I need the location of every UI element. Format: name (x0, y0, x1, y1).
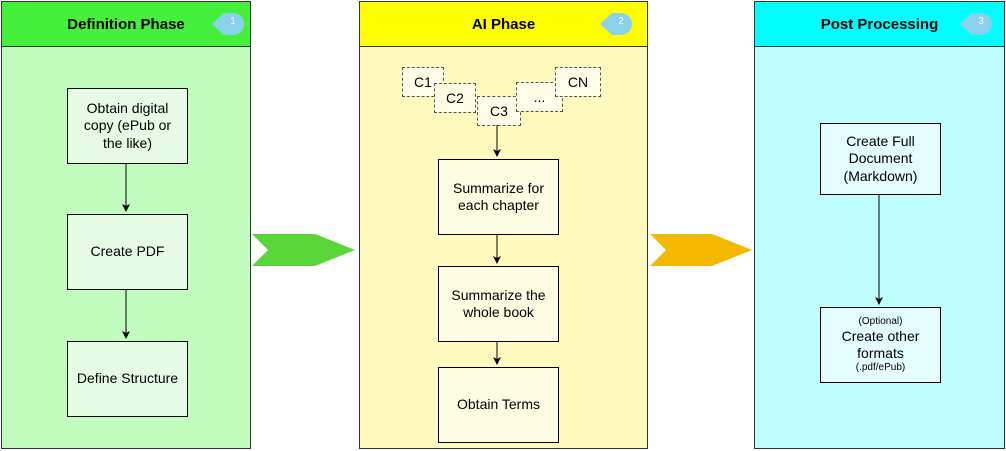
obtain-terms-step: Obtain Terms (438, 367, 559, 443)
definition-phase-title: Definition Phase (67, 15, 185, 33)
define-structure-label: Define Structure (76, 370, 179, 387)
definition-phase-panel: Definition Phase 1 Obtain digital copy (… (1, 1, 251, 449)
chapter-chip-label: C3 (490, 103, 508, 119)
create-full-document-label: Create Full Document (Markdown) (843, 133, 918, 184)
ai-phase-header: AI Phase (360, 2, 647, 47)
summarize-chapters-label: Summarize for each chapter (452, 179, 545, 213)
ai-phase-body: C1 C2 C3 ... CN Summarize for each chapt… (360, 47, 647, 448)
chapter-chip: CN (555, 67, 601, 97)
create-pdf-label: Create PDF (90, 243, 165, 260)
obtain-terms-label: Obtain Terms (457, 396, 540, 413)
step-badge-icon: 3 (960, 11, 992, 37)
obtain-digital-copy-step: Obtain digital copy (ePub or the like) (67, 88, 188, 164)
create-other-formats-step: (Optional) Create other formats (.pdf/eP… (820, 307, 941, 383)
chapter-chip-label: ... (533, 89, 546, 105)
create-pdf-step: Create PDF (67, 214, 188, 290)
chapter-chip-label: C2 (446, 90, 464, 106)
step-badge-icon: 2 (600, 11, 632, 37)
step-badge-icon: 1 (212, 11, 244, 37)
summarize-chapters-step: Summarize for each chapter (438, 159, 559, 235)
define-structure-step: Define Structure (67, 341, 188, 417)
summarize-book-step: Summarize the whole book (438, 266, 559, 342)
optional-note: (Optional) (858, 315, 903, 327)
post-processing-header: Post Processing (755, 2, 1004, 47)
definition-phase-header: Definition Phase (2, 2, 250, 47)
post-processing-badge-number: 3 (978, 16, 984, 27)
ai-phase-panel: AI Phase 2 C1 C2 C3 ... CN (359, 1, 648, 449)
ai-phase-title: AI Phase (471, 15, 536, 33)
ai-phase-badge-number: 2 (618, 16, 624, 27)
chapter-chip: C3 (477, 96, 521, 126)
chapter-chip-label: C1 (414, 74, 432, 90)
post-processing-title: Post Processing (820, 15, 939, 33)
phase-transition-arrow-icon (252, 234, 355, 266)
chapter-chip-label: CN (567, 74, 589, 90)
definition-phase-body: Obtain digital copy (ePub or the like) C… (2, 47, 250, 448)
chapter-chip: C2 (434, 83, 476, 113)
phase-transition-arrow-icon (650, 234, 752, 266)
definition-phase-badge-number: 1 (230, 16, 236, 27)
post-processing-body: Create Full Document (Markdown) (Optiona… (755, 47, 1004, 448)
summarize-book-label: Summarize the whole book (451, 286, 546, 320)
formats-note: (.pdf/ePub) (855, 362, 906, 374)
create-full-document-step: Create Full Document (Markdown) (820, 123, 941, 195)
obtain-digital-copy-label: Obtain digital copy (ePub or the like) (83, 100, 172, 151)
create-other-formats-label: Create other formats (841, 327, 920, 361)
